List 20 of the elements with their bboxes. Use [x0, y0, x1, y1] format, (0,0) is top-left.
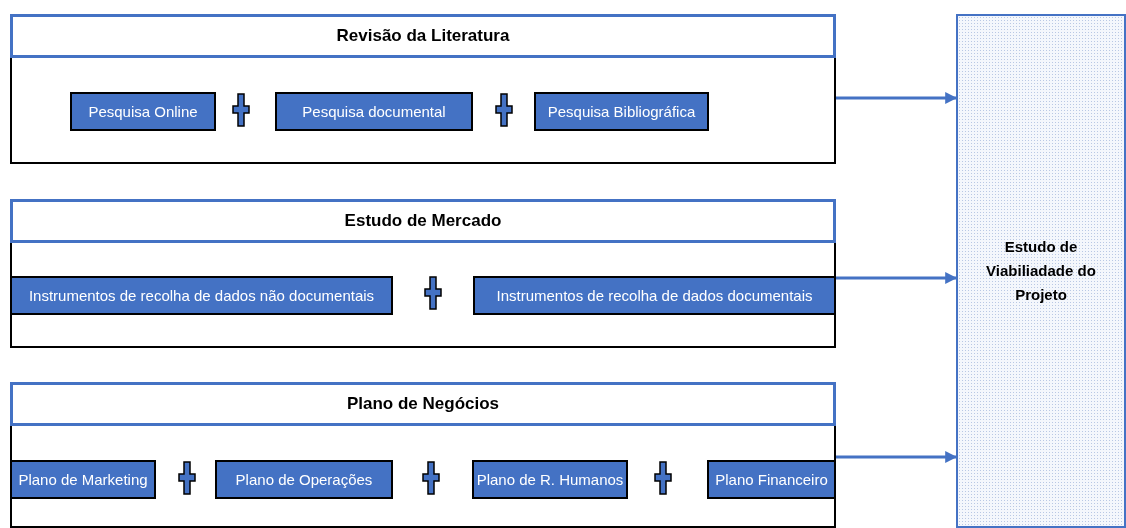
- process-box: Instrumentos de recolha de dados documentais: [473, 276, 836, 315]
- process-box: Pesquisa documental: [275, 92, 473, 131]
- process-box: Instrumentos de recolha de dados não documentais: [10, 276, 393, 315]
- arrow: [836, 92, 958, 104]
- result-box: [956, 14, 1126, 528]
- process-box: Plano Financeiro: [707, 460, 836, 499]
- section-panel: [10, 14, 836, 164]
- result-label: Estudo de Viabiliadade do Projeto: [985, 237, 1097, 305]
- process-box: Plano de Marketing: [10, 460, 156, 499]
- process-box: Pesquisa Online: [70, 92, 216, 131]
- arrow: [836, 451, 958, 463]
- section-panel: [10, 199, 836, 348]
- section-heading: Estudo de Mercado: [344, 211, 502, 231]
- process-box: Pesquisa Bibliográfica: [534, 92, 709, 131]
- section-heading: Plano de Negócios: [346, 394, 500, 414]
- process-box: Plano de R. Humanos: [472, 460, 628, 499]
- process-box: Plano de Operações: [215, 460, 393, 499]
- section-heading: Revisão da Literatura: [336, 26, 510, 46]
- section-panel: [10, 382, 836, 528]
- arrow: [836, 272, 958, 284]
